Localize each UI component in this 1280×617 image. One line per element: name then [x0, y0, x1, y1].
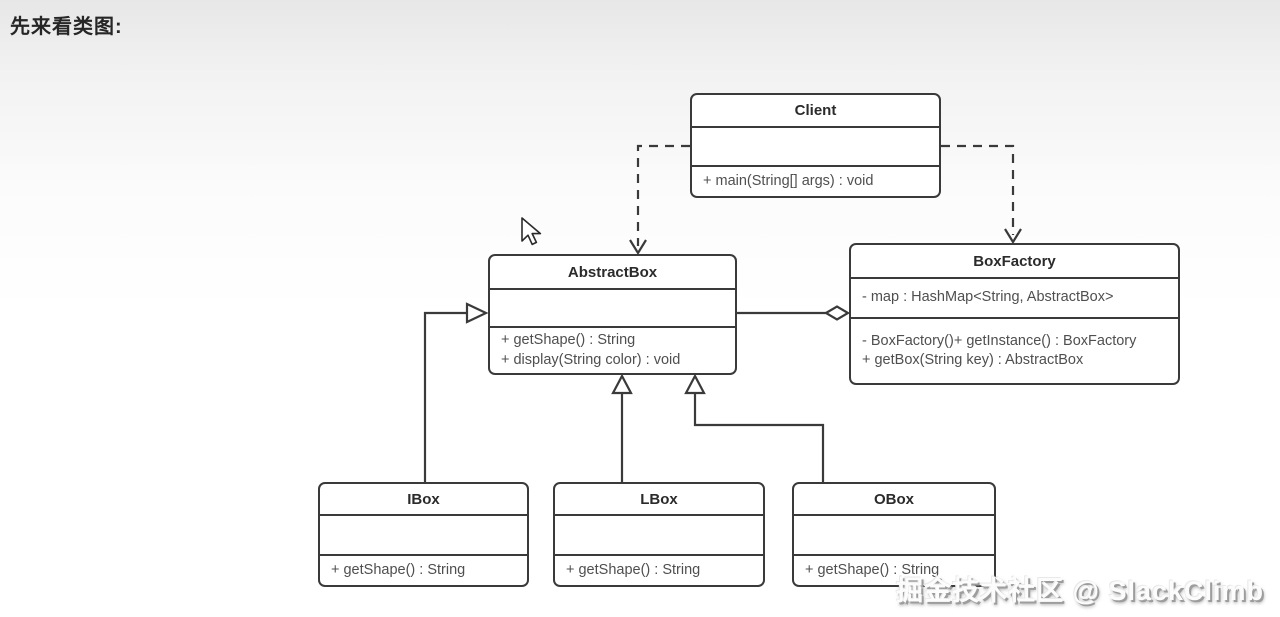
uml-class-abstractbox-methods: + getShape() : String + display(String c…: [490, 328, 735, 373]
uml-class-ibox-name: IBox: [320, 484, 527, 516]
uml-class-ibox-methods: + getShape() : String: [320, 556, 527, 585]
uml-class-abstractbox-name: AbstractBox: [490, 256, 735, 290]
uml-class-lbox-name: LBox: [555, 484, 763, 516]
uml-class-boxfactory-methods: - BoxFactory()+ getInstance() : BoxFacto…: [851, 319, 1178, 383]
mouse-cursor-icon: [521, 217, 542, 246]
uml-class-lbox: LBox + getShape() : String: [553, 482, 765, 587]
generalization-ibox-line: [423, 311, 467, 482]
uml-method: + getShape() : String: [501, 332, 636, 348]
uml-method: + getShape() : String: [566, 561, 701, 578]
uml-class-boxfactory-attributes: - map : HashMap<String, AbstractBox>: [851, 279, 1178, 319]
generalization-obox-line: [693, 393, 825, 482]
uml-class-obox-name: OBox: [794, 484, 994, 516]
dependency-client-abstractbox-line: [636, 144, 690, 246]
uml-method: + getShape() : String: [805, 561, 940, 578]
uml-class-client: Client + main(String[] args) : void: [690, 93, 941, 198]
uml-class-obox-methods: + getShape() : String: [794, 556, 994, 585]
page-title: 先来看类图:: [10, 16, 123, 38]
uml-class-obox-attributes: [794, 516, 994, 556]
dependency-client-boxfactory-arrowhead: [1004, 228, 1022, 245]
uml-class-client-name: Client: [692, 95, 939, 128]
uml-method: + display(String color) : void: [501, 351, 681, 368]
uml-class-abstractbox-attributes: [490, 290, 735, 328]
uml-class-client-attributes: [692, 128, 939, 167]
uml-method: + getBox(String key) : AbstractBox: [862, 352, 1084, 368]
uml-method: + getShape() : String: [331, 561, 466, 578]
uml-attribute: - map : HashMap<String, AbstractBox>: [862, 289, 1114, 306]
uml-class-boxfactory-name: BoxFactory: [851, 245, 1178, 279]
uml-method: + main(String[] args) : void: [703, 172, 874, 189]
uml-class-boxfactory: BoxFactory - map : HashMap<String, Abstr…: [849, 243, 1180, 385]
uml-class-lbox-methods: + getShape() : String: [555, 556, 763, 585]
watermark: 掘金技术社区 @ SlackClimb: [896, 576, 1264, 606]
uml-method: - BoxFactory()+ getInstance() : BoxFacto…: [862, 332, 1137, 349]
dependency-client-boxfactory-line: [941, 144, 1015, 235]
uml-class-abstractbox: AbstractBox + getShape() : String + disp…: [488, 254, 737, 375]
uml-class-lbox-attributes: [555, 516, 763, 556]
uml-class-obox: OBox + getShape() : String: [792, 482, 996, 587]
uml-class-ibox-attributes: [320, 516, 527, 556]
generalization-ibox-triangle: [465, 302, 489, 324]
dependency-client-abstractbox-arrowhead: [629, 239, 647, 256]
uml-class-ibox: IBox + getShape() : String: [318, 482, 529, 587]
generalization-obox-triangle: [684, 373, 706, 395]
aggregation-boxfactory-diamond: [823, 305, 851, 321]
generalization-lbox-triangle: [611, 373, 633, 395]
uml-class-client-methods: + main(String[] args) : void: [692, 167, 939, 196]
